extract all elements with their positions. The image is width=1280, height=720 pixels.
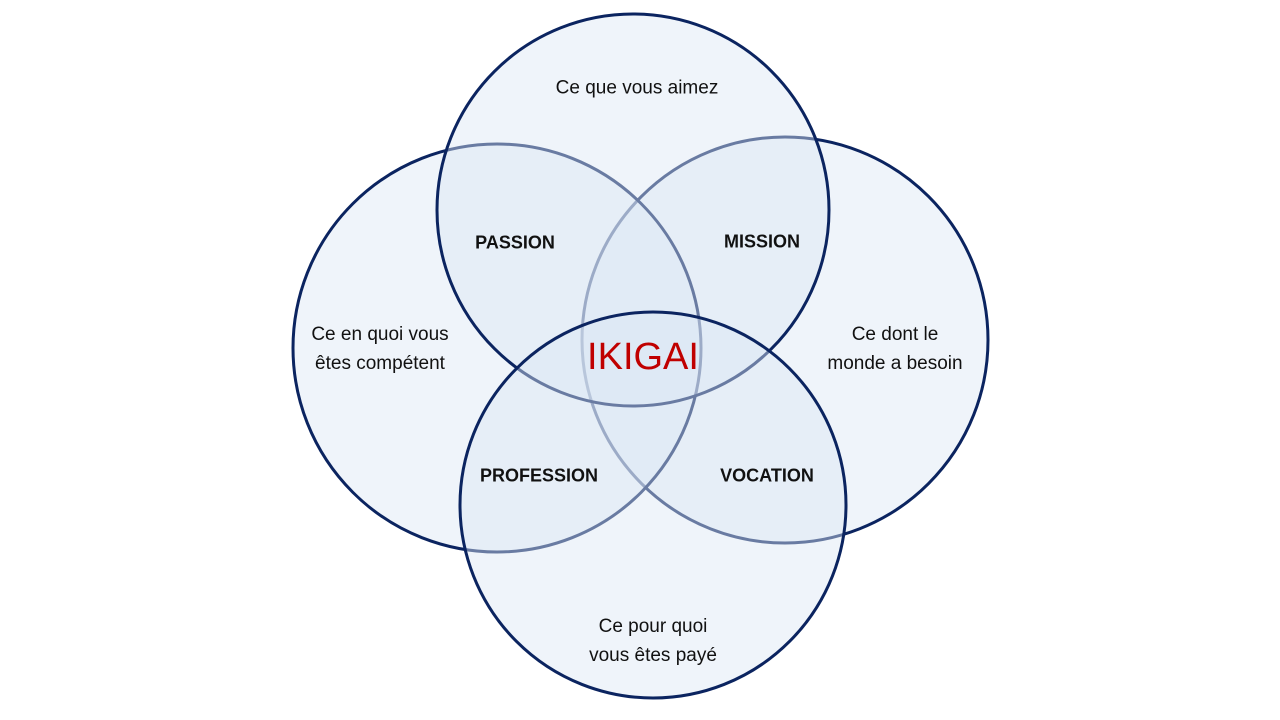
circle-love (435, 12, 831, 408)
label-needs-line1: Ce dont le (851, 324, 939, 345)
label-needs-line2: monde a besoin (827, 353, 963, 374)
circle-paid (458, 310, 848, 700)
label-vocation: VOCATION (720, 465, 814, 486)
label-needs: Ce dont le monde a besoin (827, 320, 962, 378)
label-ikigai: IKIGAI (587, 336, 699, 378)
label-paid: Ce pour quoi vous êtes payé (589, 612, 717, 670)
label-paid-line2: vous êtes payé (589, 645, 717, 666)
label-paid-line1: Ce pour quoi (598, 616, 708, 637)
label-competence-line1: Ce en quoi vous (311, 324, 449, 345)
label-competence-line2: êtes compétent (315, 353, 445, 374)
circle-needs (580, 135, 990, 545)
label-competence: Ce en quoi vous êtes compétent (311, 320, 448, 378)
label-passion: PASSION (475, 232, 555, 253)
label-profession: PROFESSION (479, 465, 599, 486)
label-love: Ce que vous aimez (555, 77, 719, 99)
label-mission: MISSION (723, 231, 801, 252)
circle-competence (291, 142, 703, 554)
